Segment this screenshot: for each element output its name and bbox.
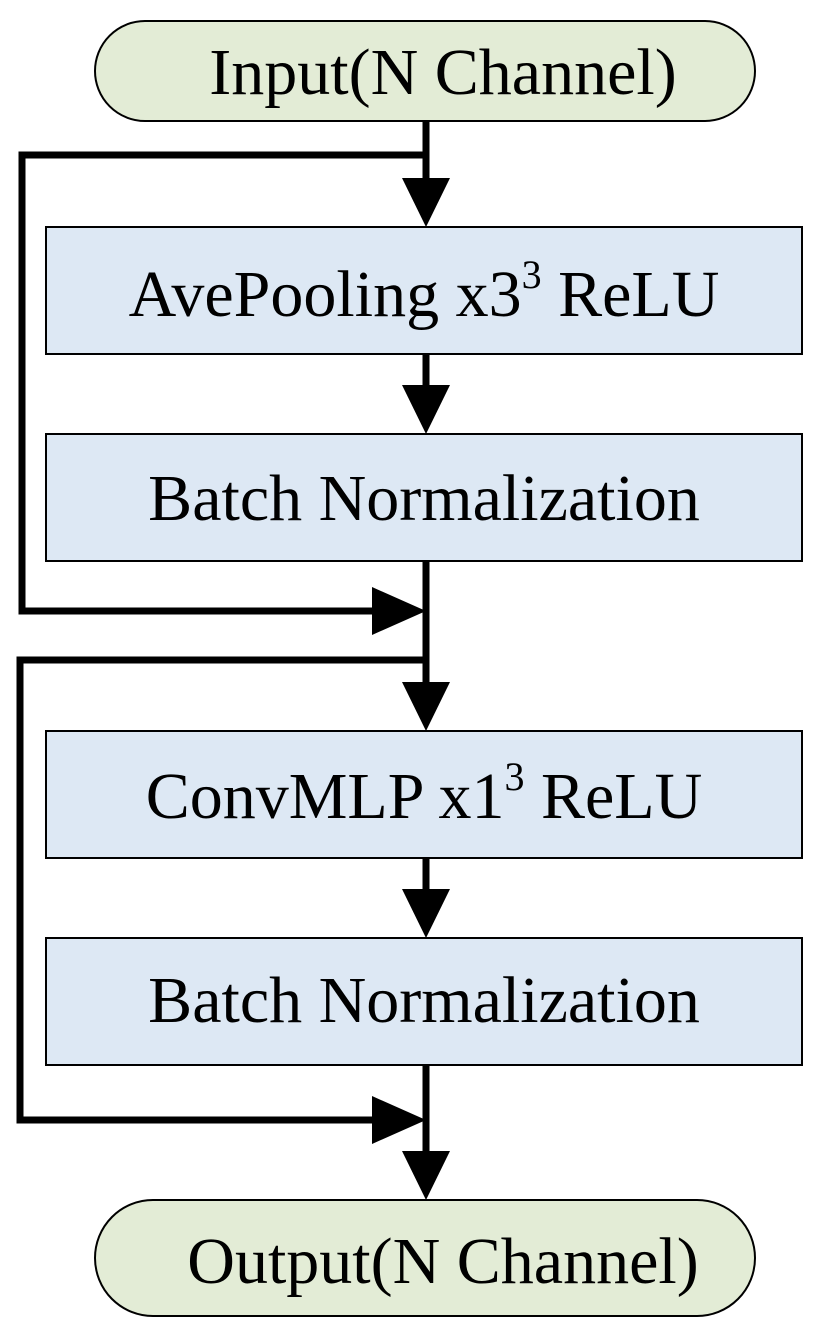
arrowhead-down-avepool xyxy=(402,178,450,227)
ave-pooling-label: AvePooling x33 ReLU xyxy=(129,252,720,331)
conv-mlp-box xyxy=(45,730,803,859)
arrowhead-right-skip-2 xyxy=(372,1096,426,1144)
batch-norm-2-label: Batch Normalization xyxy=(148,964,700,1037)
conv-mlp-suffix: ReLU xyxy=(524,760,702,833)
ave-pooling-main-text: AvePooling x3 xyxy=(129,258,522,331)
output-label: Output(N Channel) xyxy=(187,1225,698,1298)
ave-pooling-box xyxy=(45,226,803,355)
conv-mlp-node: ConvMLP x13 ReLU xyxy=(45,730,803,859)
arrowhead-right-skip-1 xyxy=(372,587,426,635)
conv-mlp-main-text: ConvMLP x1 xyxy=(146,760,505,833)
arrowhead-down-bn2 xyxy=(402,889,450,938)
conv-mlp-superscript: 3 xyxy=(504,754,524,799)
arrowheads xyxy=(372,178,450,1200)
ave-pooling-suffix: ReLU xyxy=(542,258,720,331)
ave-pooling-node: AvePooling x33 ReLU xyxy=(45,226,803,355)
arrowhead-down-bn1 xyxy=(402,385,450,434)
batch-norm-2-box xyxy=(45,937,803,1066)
arrowhead-down-convmlp xyxy=(402,682,450,731)
ave-pooling-superscript: 3 xyxy=(522,252,542,297)
skip-connection-2 xyxy=(16,656,426,1124)
conv-mlp-label: ConvMLP x13 ReLU xyxy=(146,754,703,833)
input-label: Input(N Channel) xyxy=(209,36,676,109)
batch-norm-2-node: Batch Normalization xyxy=(45,937,803,1066)
skip-connection-1 xyxy=(18,151,426,615)
batch-norm-1-node: Batch Normalization xyxy=(45,433,803,562)
arrowhead-down-output xyxy=(402,1151,450,1200)
output-node: Output(N Channel) xyxy=(94,1199,756,1317)
input-node: Input(N Channel) xyxy=(94,20,756,122)
batch-norm-1-box xyxy=(45,433,803,562)
batch-norm-1-label: Batch Normalization xyxy=(148,462,700,535)
skip-connections xyxy=(16,151,426,1124)
output-terminal-shape xyxy=(94,1199,756,1317)
